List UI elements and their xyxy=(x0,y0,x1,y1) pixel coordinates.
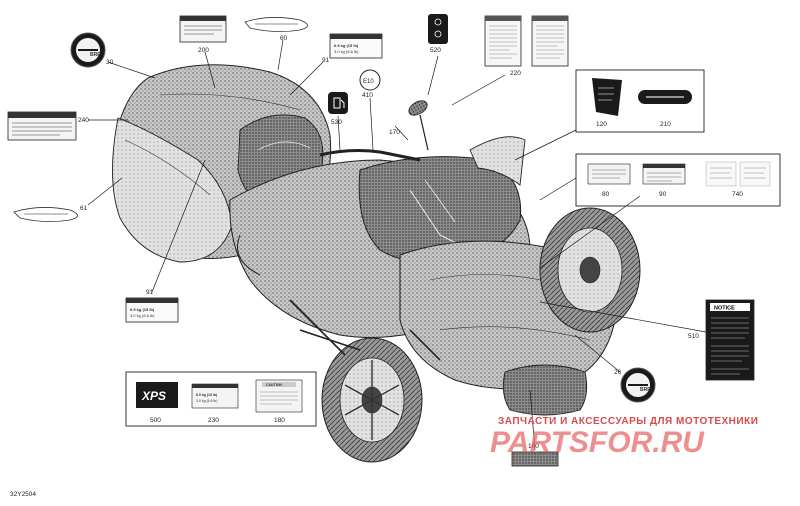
decal-box-500-230-180: XPS 6.9 kg (15 lb) 3.0 kg (6.6 lb) CAUTI… xyxy=(125,371,317,427)
watermark-brand: PARTSFOR.RU xyxy=(490,426,705,459)
callout-200: 200 xyxy=(198,47,209,54)
watermark: ЗАПЧАСТИ И АКСЕССУАРЫ ДЛЯ МОТОТЕХНИКИ PA… xyxy=(490,416,758,459)
callout-520: 520 xyxy=(430,47,441,54)
notice-title: NOTICE xyxy=(714,306,735,312)
decal-box-120-210 xyxy=(575,69,705,133)
watermark-tagline: ЗАПЧАСТИ И АКСЕССУАРЫ ДЛЯ МОТОТЕХНИКИ xyxy=(498,416,758,427)
e10-bubble-text: E10 xyxy=(363,79,374,85)
decal-box-80-90-740 xyxy=(575,153,781,207)
decal-520 xyxy=(428,14,448,44)
callout-numbers: 30 200 60 91 240 61 91 410 530 170 520 2… xyxy=(78,35,743,450)
decal-240 xyxy=(7,111,77,141)
decal-60 xyxy=(244,17,308,32)
callout-80: 80 xyxy=(602,191,610,198)
side-case xyxy=(112,117,233,263)
callout-160: 160 xyxy=(528,443,539,450)
decal-61 xyxy=(13,207,78,222)
decal-200 xyxy=(179,15,227,43)
callout-30: 30 xyxy=(106,59,114,66)
leader-lines xyxy=(87,39,707,451)
callout-170: 170 xyxy=(389,129,400,136)
handlebar xyxy=(319,149,421,162)
mirror xyxy=(408,100,428,116)
spec-label-3-line2: 3.0 kg (6.6 lb) xyxy=(196,399,217,403)
callout-230: 230 xyxy=(208,417,219,424)
spec-label-2-line2: 3.0 kg (6.6 lb) xyxy=(130,313,155,318)
xps-logo: XPS xyxy=(141,389,166,403)
decal-220 xyxy=(484,15,569,67)
brp-badge-text-2: BRP xyxy=(640,387,651,393)
vehicle-illustration xyxy=(112,64,641,463)
brp-badge-bottom: BRP xyxy=(620,367,656,403)
spec-label-2-line1: 6.9 kg (15 lb) xyxy=(130,307,155,312)
callout-61: 61 xyxy=(80,205,88,212)
callout-180: 180 xyxy=(274,417,285,424)
decal-510: NOTICE xyxy=(705,299,755,381)
decal-410: E10 xyxy=(359,69,381,91)
decal-530 xyxy=(328,92,348,114)
brp-badge-top: BRP xyxy=(70,32,106,68)
callout-240: 240 xyxy=(78,117,89,124)
callout-410: 410 xyxy=(362,92,373,99)
callout-220: 220 xyxy=(510,70,521,77)
windshield xyxy=(469,136,526,186)
brp-badge-text: BRP xyxy=(90,52,101,58)
spec-label-line1: 6.9 kg (15 lb) xyxy=(334,43,359,48)
callout-91-top: 91 xyxy=(322,57,330,64)
decal-91-top: 6.9 kg (15 lb) 3.0 kg (6.6 lb) xyxy=(329,33,383,59)
callout-60: 60 xyxy=(280,35,288,42)
callout-500: 500 xyxy=(150,417,161,424)
callout-91-left: 91 xyxy=(146,289,154,296)
decal-91-left: 6.9 kg (15 lb) 3.0 kg (6.6 lb) xyxy=(125,297,179,323)
callout-210: 210 xyxy=(660,121,671,128)
caution-title: CAUTION xyxy=(266,383,282,387)
front-grille xyxy=(502,364,588,416)
spec-label-3-line1: 6.9 kg (15 lb) xyxy=(196,393,217,397)
callout-740: 740 xyxy=(732,191,743,198)
decal-160 xyxy=(511,451,559,467)
callout-90: 90 xyxy=(659,191,667,198)
callout-26: 26 xyxy=(614,369,622,376)
diagram-code: 32Y2504 xyxy=(10,491,36,498)
callout-530: 530 xyxy=(331,119,342,126)
callout-120: 120 xyxy=(596,121,607,128)
callout-510: 510 xyxy=(688,333,699,340)
spec-label-line2: 3.0 kg (6.6 lb) xyxy=(334,49,359,54)
